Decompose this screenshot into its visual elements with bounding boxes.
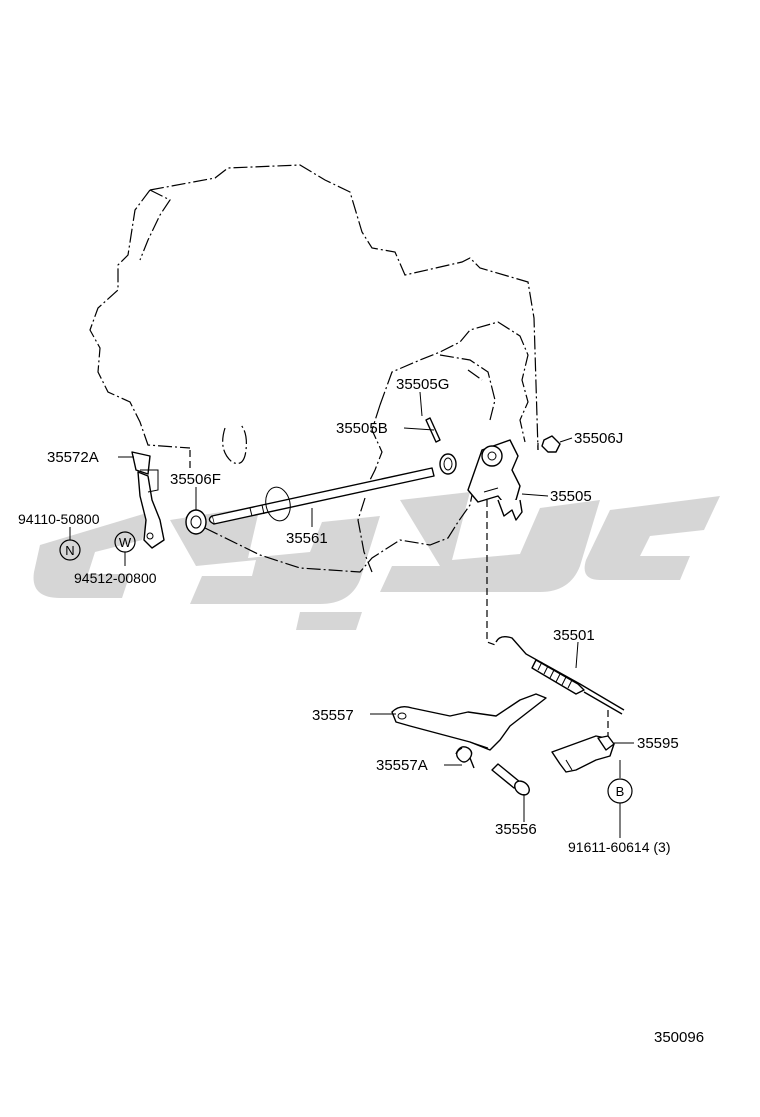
label-35595: 35595 [637, 735, 679, 752]
lever-35572A [131, 451, 165, 549]
label-35505: 35505 [550, 488, 592, 505]
lever-35557 [391, 693, 547, 751]
lever-assembly-35505 [467, 439, 523, 521]
spring-35557A [455, 746, 475, 769]
seal-35506F [185, 509, 207, 535]
label-35505B: 35505B [336, 420, 388, 437]
shift-shaft-35561 [208, 467, 435, 525]
symbol-n: N [59, 539, 81, 561]
symbol-w: W [114, 531, 136, 553]
pin-35556 [491, 763, 530, 796]
label-35506F: 35506F [170, 471, 221, 488]
part-labels: 35505G 35505B 35506J 35505 35572A 35506F… [18, 376, 704, 1046]
label-35561: 35561 [286, 530, 328, 547]
bracket-35595 [551, 735, 615, 773]
symbol-b-label: B [616, 784, 625, 799]
label-35556: 35556 [495, 821, 537, 838]
label-35501: 35501 [553, 627, 595, 644]
label-35505G: 35505G [396, 376, 449, 393]
diagram-id: 350096 [654, 1029, 704, 1046]
transmission-case-outline [89, 164, 539, 573]
label-35572A: 35572A [47, 449, 99, 466]
leader-lines [69, 391, 634, 838]
guide-lines [189, 440, 609, 738]
label-94110-50800: 94110-50800 [18, 511, 100, 527]
symbol-b: B [607, 778, 633, 804]
ring-35505B [439, 453, 457, 475]
rod-35501 [495, 635, 625, 715]
label-35557A: 35557A [376, 757, 428, 774]
label-94512-00800: 94512-00800 [74, 570, 157, 586]
symbol-n-label: N [65, 543, 74, 558]
watermark-logo [33, 492, 720, 630]
clip-35506J [541, 435, 561, 453]
label-35506J: 35506J [574, 430, 623, 447]
label-35557: 35557 [312, 707, 354, 724]
symbol-w-label: W [119, 535, 132, 550]
label-91611-60614: 91611-60614 (3) [568, 839, 670, 855]
